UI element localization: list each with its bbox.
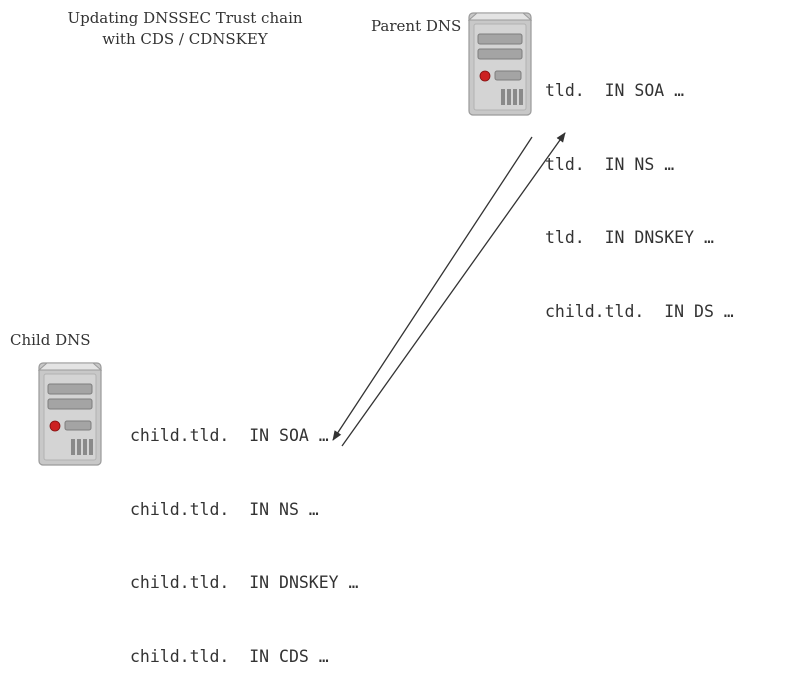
parent-dns-label: Parent DNS bbox=[371, 17, 462, 35]
parent-zone-records: tld. IN SOA … tld. IN NS … tld. IN DNSKE… bbox=[545, 30, 734, 349]
parent-record-soa: tld. IN SOA … bbox=[545, 81, 685, 100]
diagram-title-line-2: with CDS / CDNSKEY bbox=[102, 30, 268, 48]
parent-server-icon bbox=[468, 12, 532, 116]
child-record-ns: child.tld. IN NS … bbox=[130, 499, 319, 519]
parent-record-ds: child.tld. IN DS … bbox=[545, 301, 734, 321]
arrows-layer bbox=[332, 132, 566, 447]
child-record-cds: child.tld. IN CDS … bbox=[130, 646, 329, 666]
child-record-soa: child.tld. IN SOA … bbox=[130, 426, 329, 445]
parent-record-dnskey: tld. IN DNSKEY … bbox=[545, 228, 714, 247]
child-record-dnskey: child.tld. IN DNSKEY … bbox=[130, 573, 359, 592]
parent-to-child-arrow bbox=[332, 136, 533, 441]
diagram-title-line-1: Updating DNSSEC Trust chain bbox=[67, 9, 303, 27]
child-to-parent-arrow bbox=[341, 132, 566, 447]
parent-record-ns: tld. IN NS … bbox=[545, 154, 675, 174]
child-dns-label: Child DNS bbox=[10, 331, 91, 349]
child-server-icon bbox=[38, 362, 102, 466]
diagram-title: Updating DNSSEC Trust chain with CDS / C… bbox=[40, 8, 330, 50]
